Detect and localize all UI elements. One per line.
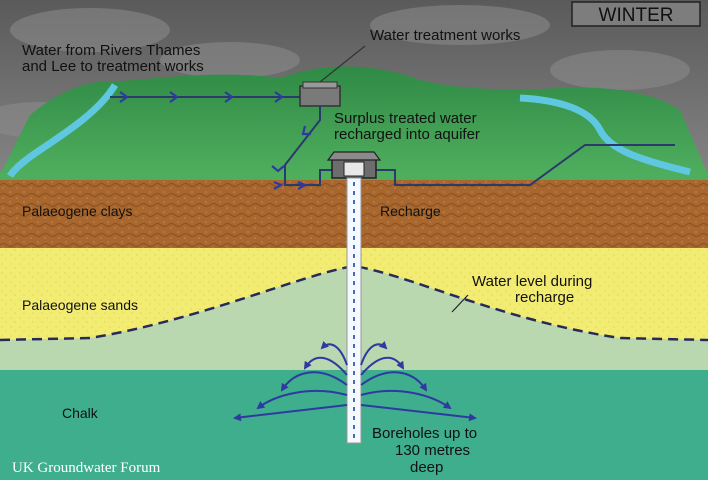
season-label: WINTER	[599, 5, 674, 26]
river-source-label-line2: and Lee to treatment works	[22, 58, 204, 75]
treatment-works-label: Water treatment works	[370, 27, 520, 44]
water-level-pointer	[451, 294, 469, 313]
flow-arrows-intake	[119, 91, 284, 103]
recharge-label: Recharge	[380, 203, 441, 219]
river-right	[519, 94, 691, 176]
sands-layer-label: Palaeogene sands	[22, 297, 138, 313]
water-level-label-line2: recharge	[515, 289, 574, 306]
boreholes-label-line2: 130 metres	[395, 442, 470, 459]
wellhead-building	[326, 151, 382, 179]
river-source-label-line1: Water from Rivers Thames	[22, 42, 200, 59]
river-left	[7, 83, 119, 178]
treatment-pointer	[319, 45, 366, 83]
season-badge	[571, 1, 701, 27]
distribution-pipeline	[284, 106, 675, 186]
borehole	[346, 177, 362, 444]
grass-hill	[0, 66, 708, 175]
boreholes-label-line1: Boreholes up to	[372, 425, 477, 442]
treatment-works-building	[299, 81, 341, 107]
flow-arrows-distribution	[271, 125, 311, 190]
chalk-layer-label: Chalk	[62, 405, 99, 421]
water-level-label-line1: Water level during	[472, 273, 592, 290]
aquifer-flow-arrows	[233, 340, 477, 422]
water-level-line	[0, 264, 708, 342]
boreholes-label-line3: deep	[410, 459, 443, 476]
surplus-label-line2: recharged into aquifer	[334, 126, 480, 143]
clays-layer-label: Palaeogene clays	[22, 203, 133, 219]
credit-label: UK Groundwater Forum	[12, 460, 161, 476]
surplus-label-line1: Surplus treated water	[334, 110, 477, 127]
